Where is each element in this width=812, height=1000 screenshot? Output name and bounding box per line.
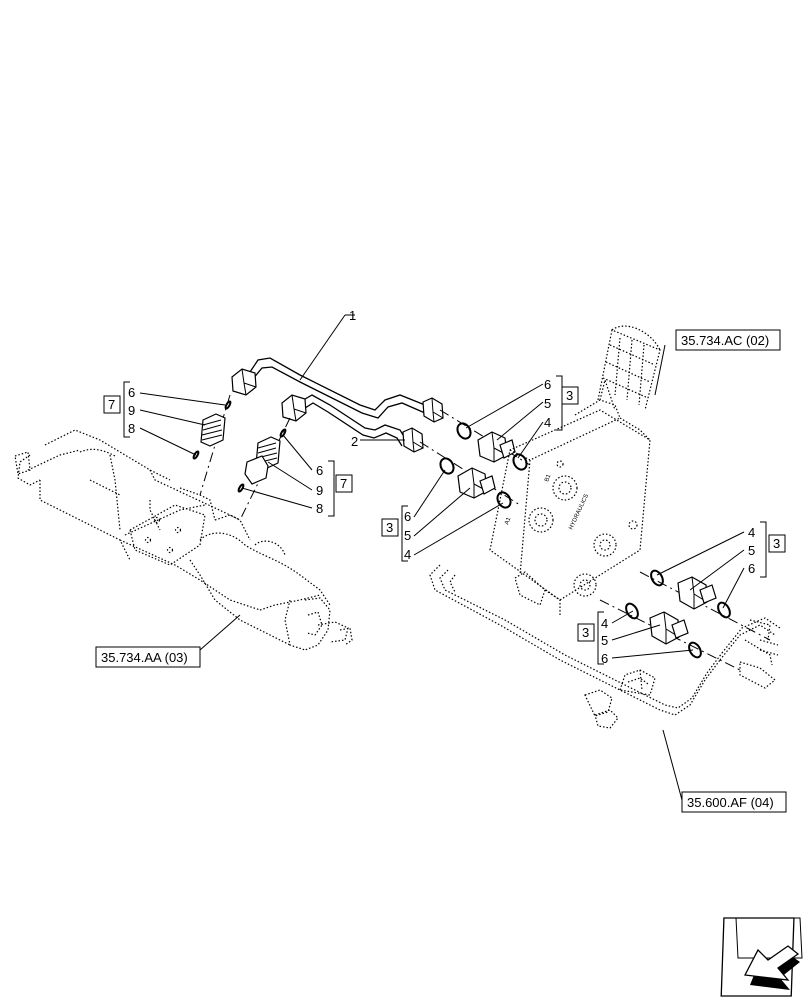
- ref-35-734-ac[interactable]: 35.734.AC (02): [681, 333, 769, 348]
- center-fittings: [419, 409, 531, 509]
- callout-box-3-right-lower: [577, 623, 595, 642]
- callout-2: 2: [351, 434, 358, 449]
- callout-box-3-top-label: 3: [566, 388, 573, 403]
- callout-4-top: 4: [544, 415, 551, 430]
- callout-box-7-mid: [335, 474, 353, 493]
- ref-box-35-600-af[interactable]: [681, 791, 787, 813]
- callout-6-left-lower: 6: [404, 509, 411, 524]
- callout-8-left: 8: [128, 421, 135, 436]
- callout-6-top: 6: [544, 377, 551, 392]
- callout-4-right-lower: 4: [601, 616, 608, 631]
- left-fittings: [192, 394, 291, 521]
- callout-box-3-right-lower-label: 3: [582, 625, 589, 640]
- valve-brand-text: HYDRAULICS: [568, 493, 590, 531]
- callout-4-right-upper: 4: [748, 525, 755, 540]
- callout-5-right-upper: 5: [748, 543, 755, 558]
- callout-8-mid: 8: [316, 501, 323, 516]
- callout-box-7-mid-label: 7: [340, 476, 347, 491]
- callout-5-right-lower: 5: [601, 633, 608, 648]
- callout-6-left: 6: [128, 385, 135, 400]
- right-fittings: [599, 569, 771, 671]
- callout-box-3-left: [381, 518, 399, 537]
- callout-box-7-left: [103, 395, 121, 414]
- reference-boxes: 35.734.AC (02) 35.734.AA (03) 35.600.AF …: [95, 329, 787, 813]
- callout-6-mid: 6: [316, 463, 323, 478]
- ref-box-35-734-aa[interactable]: [95, 646, 201, 668]
- callout-box-3-right-upper-label: 3: [773, 536, 780, 551]
- hydraulic-cylinder: [14, 429, 353, 651]
- callout-box-7-left-label: 7: [108, 397, 115, 412]
- navigation-arrow-icon[interactable]: [720, 917, 803, 997]
- callout-box-3-top: [561, 386, 579, 405]
- callout-box-3-right-upper: [768, 534, 786, 553]
- leader-lines: [139, 314, 745, 801]
- ref-35-734-aa[interactable]: 35.734.AA (03): [101, 650, 188, 665]
- callout-6-right-lower: 6: [601, 651, 608, 666]
- callout-6-right-upper: 6: [748, 561, 755, 576]
- control-valve: A1 B1 HYDRAULICS: [489, 325, 661, 615]
- ref-35-600-af[interactable]: 35.600.AF (04): [687, 795, 774, 810]
- callout-9-mid: 9: [316, 483, 323, 498]
- callout-5-top: 5: [544, 396, 551, 411]
- pipe-frame: [429, 564, 781, 729]
- valve-mark-a1: A1: [504, 516, 512, 526]
- pipe-assembly: [231, 357, 444, 453]
- callout-1: 1: [349, 308, 356, 323]
- callout-9-left: 9: [128, 403, 135, 418]
- callout-4-left-lower: 4: [404, 547, 411, 562]
- callout-5-left-lower: 5: [404, 528, 411, 543]
- valve-mark-b1: B1: [544, 473, 552, 483]
- callout-box-3-left-label: 3: [386, 520, 393, 535]
- callouts: 1 2 7 6 9 8 6 9 8 7 6 5 4 3 3 6 5 4 4 5 …: [103, 308, 786, 666]
- ref-box-35-734-ac[interactable]: [675, 329, 781, 351]
